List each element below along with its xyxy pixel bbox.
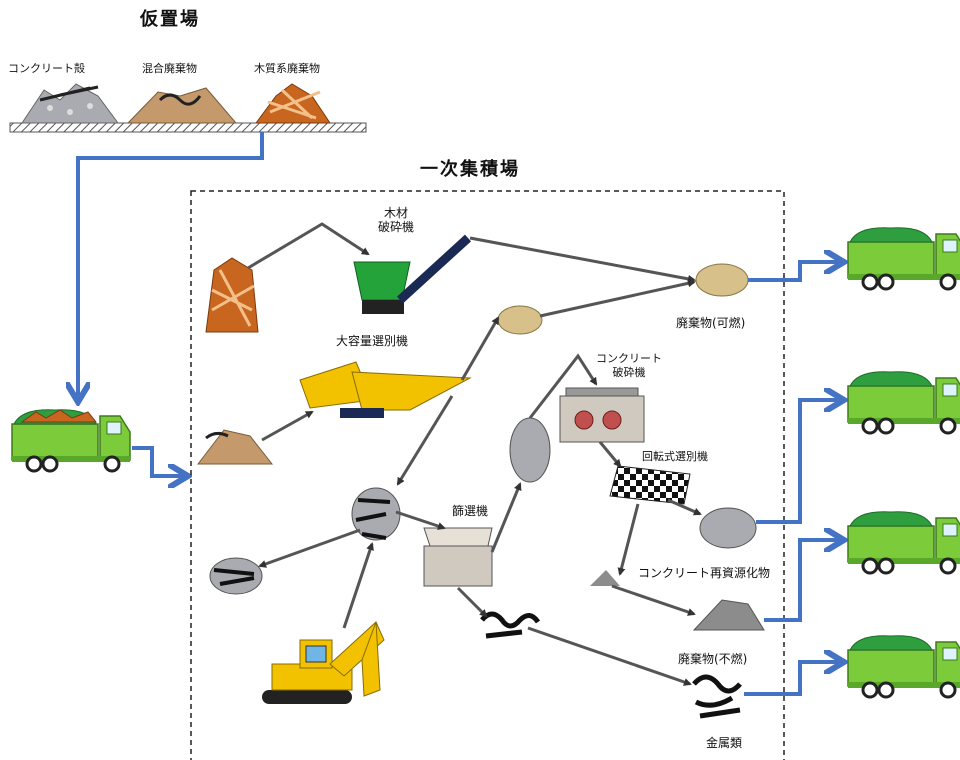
temporary-site-group xyxy=(9,83,367,133)
mid-combustible-pile-icon xyxy=(497,305,543,335)
metal-scrap-icon xyxy=(480,611,541,639)
concrete-rubble-pile-icon xyxy=(509,417,551,483)
combustible-output-pile-icon xyxy=(695,263,749,297)
wood-crusher-label: 木材 破砕機 xyxy=(378,206,415,234)
large-capacity-sorter-icon xyxy=(299,361,472,418)
output-truck-incombustible-icon xyxy=(846,510,960,575)
mixed-input-pile-icon xyxy=(196,429,274,465)
output-truck-metal-icon xyxy=(846,634,960,699)
excavator-icon xyxy=(262,621,385,704)
large-sorter-label: 大容量選別機 xyxy=(336,334,409,348)
incombustible-output-pile-icon xyxy=(692,599,765,631)
metal-label: 金属類 xyxy=(706,736,743,750)
combustible-label: 廃棄物(可燃) xyxy=(676,316,746,330)
mixed-waste-pile-icon xyxy=(126,87,238,124)
output-flow-arrows xyxy=(744,262,840,696)
concrete-pile-icon xyxy=(21,83,119,124)
wood-crusher-machine-icon xyxy=(353,234,472,314)
sieve-sorter-machine-icon xyxy=(423,527,493,587)
output-truck-combustible-icon xyxy=(846,226,960,291)
concrete-crusher-machine-icon xyxy=(559,387,645,443)
primary-site-title: 一次集積場 xyxy=(420,159,520,180)
process-arrows xyxy=(247,222,702,686)
recycled-concrete-label: コンクリート再資源化物 xyxy=(638,566,771,580)
temporary-site-title: 仮置場 xyxy=(140,9,200,30)
metal-output-icon xyxy=(692,674,742,719)
rotary-sorter-machine-icon xyxy=(609,465,691,505)
recycled-concrete-output-icon xyxy=(699,507,757,549)
mixed-pile-label: 混合廃棄物 xyxy=(142,62,197,75)
wood-pile-icon xyxy=(255,83,331,124)
output-truck-recycled-icon xyxy=(846,370,960,435)
wood-input-pile-icon xyxy=(205,257,259,333)
mixed-sorted-pile-icon xyxy=(351,487,401,541)
concrete-pile-label: コンクリート殻 xyxy=(8,62,85,75)
rotary-sorter-label: 回転式選別機 xyxy=(642,450,708,463)
fine-concrete-pile-icon xyxy=(590,570,620,586)
incombustible-label: 廃棄物(不燃) xyxy=(678,652,748,666)
excavator-pile-icon xyxy=(209,557,263,595)
sieve-sorter-label: 篩選機 xyxy=(452,504,489,518)
ground-strip xyxy=(9,122,367,133)
incoming-dump-truck-icon xyxy=(10,408,132,473)
concrete-crusher-label: コンクリート 破砕機 xyxy=(596,352,662,379)
wood-pile-label: 木質系廃棄物 xyxy=(254,62,320,75)
flow-arrow-truck-to-site xyxy=(132,446,184,476)
flow-arrow-temp-to-truck xyxy=(78,132,264,398)
